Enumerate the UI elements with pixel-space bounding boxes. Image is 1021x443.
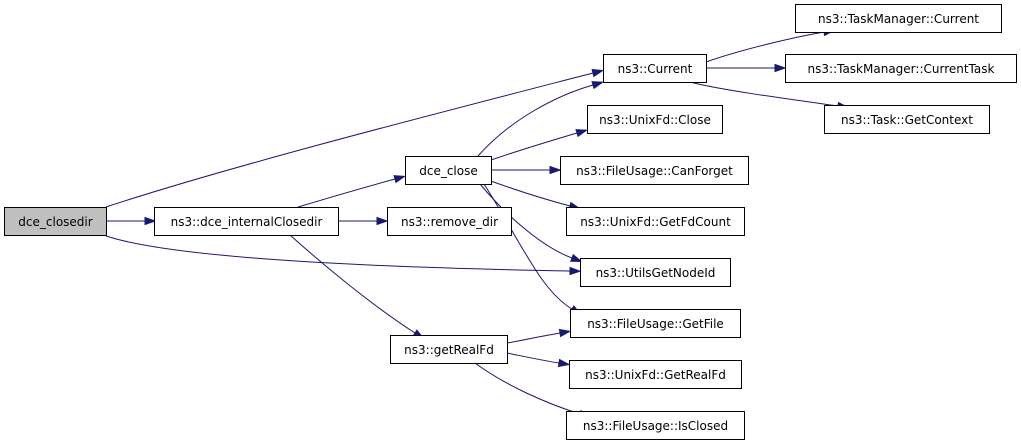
node-box[interactable]	[824, 105, 990, 134]
arrow-head-icon	[376, 216, 389, 226]
node-n3[interactable]: ns3::remove_dir	[387, 207, 512, 236]
node-box[interactable]	[785, 54, 1017, 83]
node-label: dce_closedir	[18, 215, 92, 229]
node-label: ns3::FileUsage::CanForget	[576, 164, 733, 178]
edge-line	[506, 352, 560, 364]
arrow-head-icon	[591, 81, 605, 90]
node-label: ns3::dce_internalClosedir	[171, 215, 323, 229]
edge-n4-n10	[506, 328, 572, 344]
edge-n1-n3	[338, 216, 389, 226]
node-n5[interactable]: ns3::Current	[603, 54, 707, 83]
node-n11[interactable]: ns3::UnixFd::GetRealFd	[569, 360, 742, 389]
edge-n0-n9	[105, 235, 582, 276]
edge-line	[105, 235, 571, 272]
edge-line	[297, 178, 396, 208]
node-n4[interactable]: ns3::getRealFd	[390, 335, 508, 364]
nodes-layer: dce_closedir ns3::dce_internalClosedir dce…	[4, 4, 1017, 440]
node-box[interactable]	[4, 207, 107, 236]
node-box[interactable]	[405, 156, 492, 185]
node-label: ns3::TaskManager::CurrentTask	[808, 62, 995, 76]
node-n0[interactable]: dce_closedir	[4, 207, 107, 236]
node-n12[interactable]: ns3::FileUsage::IsClosed	[566, 411, 745, 440]
node-box[interactable]	[587, 105, 723, 134]
node-label: ns3::UnixFd::Close	[599, 113, 711, 127]
edge-n1-n2	[297, 175, 407, 208]
edge-line	[487, 179, 571, 207]
node-n9[interactable]: ns3::UtilsGetNodeId	[580, 258, 731, 287]
edge-n2-n5	[477, 81, 605, 157]
edge-n0-n5	[105, 69, 605, 208]
edges-layer	[105, 27, 850, 418]
node-n7[interactable]: ns3::FileUsage::CanForget	[560, 156, 749, 185]
node-n1[interactable]: ns3::dce_internalClosedir	[154, 207, 339, 236]
edge-n2-n9	[479, 183, 583, 262]
edge-n5-n14	[706, 63, 787, 73]
node-box[interactable]	[387, 207, 512, 236]
edge-line	[506, 332, 561, 344]
node-n2[interactable]: dce_close	[405, 156, 492, 185]
edge-n2-n6	[490, 129, 589, 161]
arrow-head-icon	[558, 328, 572, 338]
edge-line	[490, 132, 578, 161]
node-n14[interactable]: ns3::TaskManager::CurrentTask	[785, 54, 1017, 83]
arrow-head-icon	[569, 266, 582, 276]
node-label: ns3::getRealFd	[404, 343, 494, 357]
edge-n0-n1	[106, 216, 157, 226]
edge-n2-n10	[483, 183, 582, 315]
node-label: ns3::FileUsage::IsClosed	[583, 419, 728, 433]
arrow-head-icon	[570, 253, 583, 262]
node-n8[interactable]: ns3::UnixFd::GetFdCount	[566, 207, 745, 236]
arrow-head-icon	[575, 129, 589, 138]
edge-n1-n4	[289, 234, 425, 340]
node-box[interactable]	[566, 411, 745, 440]
edge-line	[289, 234, 416, 334]
node-n13[interactable]: ns3::TaskManager::Current	[795, 4, 1002, 33]
node-box[interactable]	[580, 258, 731, 287]
node-label: ns3::UnixFd::GetFdCount	[580, 215, 731, 229]
node-box[interactable]	[566, 207, 745, 236]
edge-n4-n11	[506, 352, 571, 368]
node-label: ns3::TaskManager::Current	[818, 12, 979, 26]
node-label: ns3::UnixFd::GetRealFd	[585, 368, 726, 382]
edge-line	[705, 31, 825, 63]
node-label: ns3::remove_dir	[401, 215, 498, 229]
node-label: dce_close	[419, 164, 478, 178]
edge-line	[477, 84, 594, 157]
node-box[interactable]	[154, 207, 339, 236]
node-box[interactable]	[569, 360, 742, 389]
node-label: ns3::Current	[618, 62, 693, 76]
arrow-head-icon	[393, 175, 407, 184]
node-label: ns3::UtilsGetNodeId	[596, 266, 716, 280]
node-box[interactable]	[795, 4, 1002, 33]
arrow-head-icon	[549, 165, 562, 175]
node-n6[interactable]: ns3::UnixFd::Close	[587, 105, 723, 134]
node-box[interactable]	[570, 309, 741, 338]
edge-line	[474, 362, 581, 415]
edge-n2-n7	[491, 165, 562, 175]
node-box[interactable]	[560, 156, 749, 185]
edge-line	[105, 72, 594, 208]
node-box[interactable]	[603, 54, 707, 83]
node-box[interactable]	[390, 335, 508, 364]
node-label: ns3::Task::GetContext	[841, 113, 973, 127]
edge-line	[689, 81, 839, 107]
arrow-head-icon	[591, 69, 605, 78]
edge-line	[483, 183, 573, 310]
edge-line	[479, 183, 573, 259]
arrow-head-icon	[774, 63, 787, 73]
node-n15[interactable]: ns3::Task::GetContext	[824, 105, 990, 134]
arrow-head-icon	[144, 216, 157, 226]
arrow-head-icon	[557, 358, 571, 368]
node-label: ns3::FileUsage::GetFile	[587, 317, 724, 331]
node-n10[interactable]: ns3::FileUsage::GetFile	[570, 309, 741, 338]
